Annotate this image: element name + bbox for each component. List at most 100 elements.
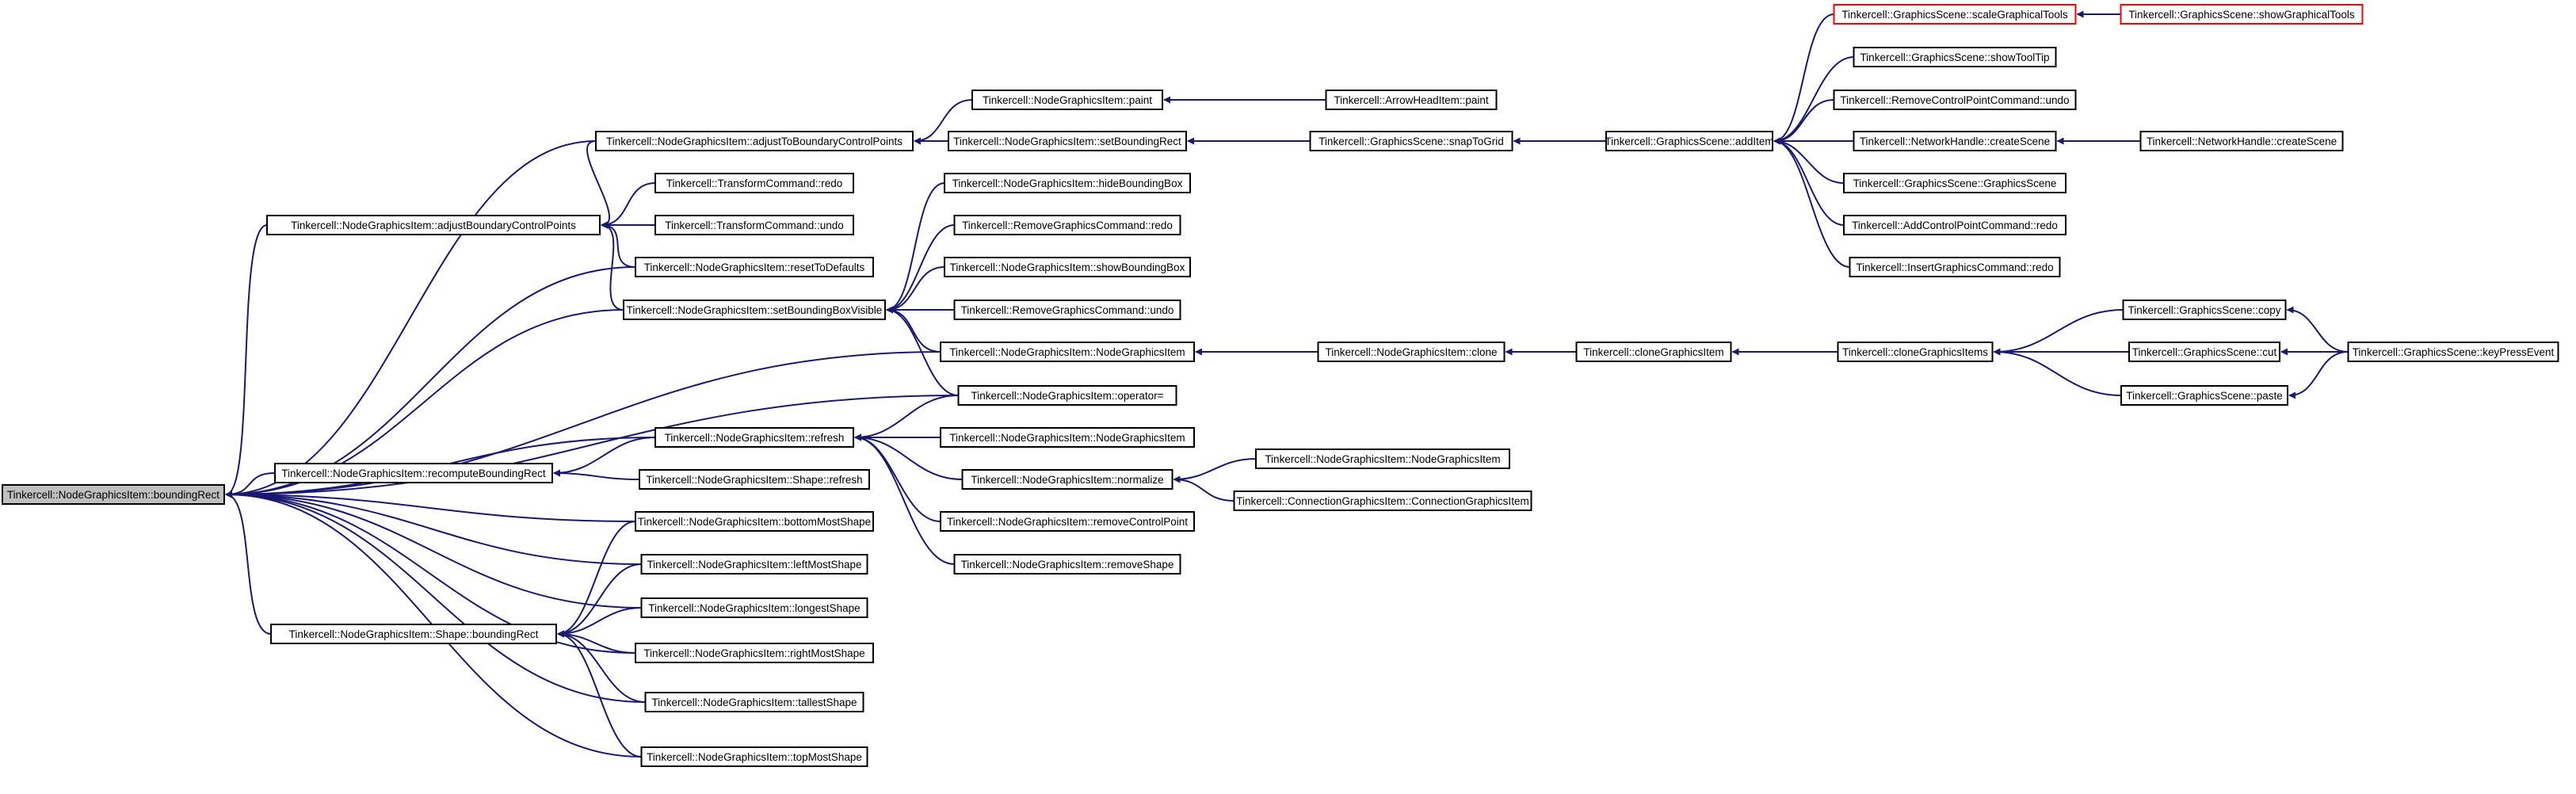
node-boundingRect[interactable]: Tinkercell::NodeGraphicsItem::boundingRe… — [2, 484, 225, 505]
node-removeCtrlPtUndo[interactable]: Tinkercell::RemoveControlPointCommand::u… — [1833, 90, 2077, 110]
node-showBoundingBox[interactable]: Tinkercell::NodeGraphicsItem::showBoundi… — [944, 257, 1191, 277]
node-ngiCtorB[interactable]: Tinkercell::NodeGraphicsItem::NodeGraphi… — [940, 427, 1195, 448]
node-box — [640, 746, 868, 767]
node-label: Tinkercell::GraphicsScene::keyPressEvent — [2353, 346, 2555, 358]
node-cloneGraphicsItems[interactable]: Tinkercell::cloneGraphicsItems — [1837, 342, 1994, 362]
edge-hideBoundingBox-to-setBoundingBoxVisible — [886, 182, 945, 314]
node-showToolTip[interactable]: Tinkercell::GraphicsScene::showToolTip — [1853, 47, 2057, 67]
edge-ShapeBoundingRect-to-boundingRect — [225, 491, 272, 635]
node-ShapeBoundingRect[interactable]: Tinkercell::NodeGraphicsItem::Shape::bou… — [270, 624, 557, 644]
node-cloneGraphicsItem[interactable]: Tinkercell::cloneGraphicsItem — [1575, 342, 1732, 362]
node-box — [2139, 131, 2344, 151]
node-leftMostShape[interactable]: Tinkercell::NodeGraphicsItem::leftMostSh… — [640, 554, 868, 575]
node-topMostShape[interactable]: Tinkercell::NodeGraphicsItem::topMostSha… — [640, 746, 868, 767]
node-snapToGrid[interactable]: Tinkercell::GraphicsScene::snapToGrid — [1309, 131, 1513, 151]
node-box — [944, 257, 1191, 277]
node-label: Tinkercell::NodeGraphicsItem::Shape::bou… — [289, 628, 539, 640]
node-ngiCtorC[interactable]: Tinkercell::NodeGraphicsItem::NodeGraphi… — [1255, 449, 1510, 469]
node-box — [2128, 342, 2280, 362]
edge-leftMostShape-to-ShapeBoundingRect — [557, 563, 642, 638]
edge-resetToDefaults-to-adjustBoundaryControlPoints — [601, 221, 636, 268]
node-label: Tinkercell::NodeGraphicsItem::leftMostSh… — [647, 559, 861, 571]
node-label: Tinkercell::AddControlPointCommand::redo — [1852, 219, 2058, 231]
node-transformRedo[interactable]: Tinkercell::TransformCommand::redo — [654, 173, 854, 193]
node-box — [1255, 449, 1510, 469]
node-setBoundingBoxVisible[interactable]: Tinkercell::NodeGraphicsItem::setBoundin… — [623, 300, 886, 320]
node-label: Tinkercell::NodeGraphicsItem::topMostSha… — [647, 751, 862, 763]
node-rightMostShape[interactable]: Tinkercell::NodeGraphicsItem::rightMostS… — [635, 643, 874, 663]
node-shapeRefresh[interactable]: Tinkercell::NodeGraphicsItem::Shape::ref… — [639, 469, 870, 490]
node-label: Tinkercell::GraphicsScene::showToolTip — [1860, 52, 2049, 63]
node-removeShape[interactable]: Tinkercell::NodeGraphicsItem::removeShap… — [953, 554, 1181, 575]
edge-paint-to-adjustToBoundaryControlPoints — [914, 99, 973, 145]
edge-setBoundingBoxVisible-to-adjustBoundaryControlPoints — [601, 221, 624, 311]
node-networkCreateScene[interactable]: Tinkercell::NetworkHandle::createScene — [1853, 131, 2057, 151]
edge-longestShape-to-ShapeBoundingRect — [557, 607, 642, 638]
node-box — [1309, 131, 1513, 151]
node-box — [640, 597, 868, 618]
node-bottomMostShape[interactable]: Tinkercell::NodeGraphicsItem::bottomMost… — [635, 511, 874, 532]
node-label: Tinkercell::NodeGraphicsItem::longestSha… — [648, 602, 860, 614]
node-setBoundingRect[interactable]: Tinkercell::NodeGraphicsItem::setBoundin… — [948, 131, 1187, 151]
node-sceneCut[interactable]: Tinkercell::GraphicsScene::cut — [2128, 342, 2280, 362]
node-networkCreateScene2[interactable]: Tinkercell::NetworkHandle::createScene — [2139, 131, 2344, 151]
node-label: Tinkercell::NodeGraphicsItem::showBoundi… — [950, 261, 1185, 273]
node-label: Tinkercell::GraphicsScene::cut — [2132, 346, 2277, 358]
node-box — [654, 215, 854, 235]
node-box — [971, 90, 1163, 110]
node-label: Tinkercell::NodeGraphicsItem::hideBoundi… — [952, 178, 1183, 189]
node-refresh[interactable]: Tinkercell::NodeGraphicsItem::refresh — [654, 427, 854, 448]
node-transformUndo[interactable]: Tinkercell::TransformCommand::undo — [654, 215, 854, 235]
node-label: Tinkercell::NodeGraphicsItem::NodeGraphi… — [1265, 453, 1500, 465]
node-paint[interactable]: Tinkercell::NodeGraphicsItem::paint — [971, 90, 1163, 110]
edge-transformRedo-to-adjustBoundaryControlPoints — [601, 182, 656, 229]
node-box — [654, 173, 854, 193]
node-recomputeBoundingRect[interactable]: Tinkercell::NodeGraphicsItem::recomputeB… — [274, 463, 553, 483]
node-ngiCtorA[interactable]: Tinkercell::NodeGraphicsItem::NodeGraphi… — [940, 342, 1195, 362]
node-box — [953, 215, 1181, 235]
node-addCtrlPtRedo[interactable]: Tinkercell::AddControlPointCommand::redo — [1843, 215, 2067, 235]
node-sceneCopy[interactable]: Tinkercell::GraphicsScene::copy — [2122, 300, 2287, 320]
node-cgiCtor[interactable]: Tinkercell::ConnectionGraphicsItem::Conn… — [1233, 491, 1532, 511]
edge-adjustBoundaryControlPoints-to-boundingRect — [225, 224, 268, 498]
node-insertGraphicsRedo[interactable]: Tinkercell::InsertGraphicsCommand::redo — [1849, 257, 2061, 277]
node-keyPressEvent[interactable]: Tinkercell::GraphicsScene::keyPressEvent — [2347, 342, 2559, 362]
node-label: Tinkercell::RemoveGraphicsCommand::redo — [962, 219, 1173, 231]
node-operatorEq[interactable]: Tinkercell::NodeGraphicsItem::operator= — [957, 385, 1177, 406]
node-resetToDefaults[interactable]: Tinkercell::NodeGraphicsItem::resetToDef… — [635, 257, 874, 277]
node-box — [274, 463, 553, 483]
edge-leftMostShape-to-boundingRect — [225, 491, 642, 565]
edge-keyPressEvent-to-sceneCopy — [2286, 306, 2349, 353]
node-arrowHeadPaint[interactable]: Tinkercell::ArrowHeadItem::paint — [1325, 90, 1498, 110]
edge-adjustToBoundaryControlPoints-to-boundingRect — [225, 140, 597, 498]
edge-refresh-to-recomputeBoundingRect — [553, 437, 656, 477]
node-box — [948, 131, 1187, 151]
node-adjustBoundaryControlPoints[interactable]: Tinkercell::NodeGraphicsItem::adjustBoun… — [266, 215, 601, 235]
node-box — [953, 300, 1181, 320]
node-graphicsSceneCtor[interactable]: Tinkercell::GraphicsScene::GraphicsScene — [1843, 173, 2067, 193]
node-label: Tinkercell::GraphicsScene::copy — [2128, 304, 2280, 316]
edge-showBoundingBox-to-setBoundingBoxVisible — [886, 266, 945, 314]
node-normalize[interactable]: Tinkercell::NodeGraphicsItem::normalize — [961, 469, 1174, 490]
node-showGraphicalTools[interactable]: Tinkercell::GraphicsScene::showGraphical… — [2120, 4, 2364, 25]
node-label: Tinkercell::NetworkHandle::createScene — [1860, 136, 2050, 147]
node-scenePaste[interactable]: Tinkercell::GraphicsScene::paste — [2120, 385, 2288, 406]
node-label: Tinkercell::ArrowHeadItem::paint — [1334, 94, 1489, 106]
node-removeGraphicsRedo[interactable]: Tinkercell::RemoveGraphicsCommand::redo — [953, 215, 1181, 235]
node-hideBoundingBox[interactable]: Tinkercell::NodeGraphicsItem::hideBoundi… — [944, 173, 1191, 193]
node-label: Tinkercell::TransformCommand::undo — [665, 219, 844, 231]
node-adjustToBoundaryControlPoints[interactable]: Tinkercell::NodeGraphicsItem::adjustToBo… — [595, 131, 914, 151]
node-removeGraphicsUndo[interactable]: Tinkercell::RemoveGraphicsCommand::undo — [953, 300, 1181, 320]
node-label: Tinkercell::GraphicsScene::GraphicsScene — [1853, 178, 2057, 189]
node-addItem[interactable]: Tinkercell::GraphicsScene::addItem — [1605, 131, 1774, 151]
node-label: Tinkercell::NodeGraphicsItem::clone — [1325, 346, 1497, 358]
node-label: Tinkercell::NetworkHandle::createScene — [2147, 136, 2337, 147]
node-box — [2120, 4, 2364, 25]
node-clone[interactable]: Tinkercell::NodeGraphicsItem::clone — [1317, 342, 1506, 362]
node-scaleGraphicalTools[interactable]: Tinkercell::GraphicsScene::scaleGraphica… — [1833, 4, 2077, 25]
node-box — [961, 469, 1174, 490]
node-removeControlPoint[interactable]: Tinkercell::NodeGraphicsItem::removeCont… — [940, 511, 1195, 532]
node-tallestShape[interactable]: Tinkercell::NodeGraphicsItem::tallestSha… — [644, 692, 864, 712]
node-longestShape[interactable]: Tinkercell::NodeGraphicsItem::longestSha… — [640, 597, 868, 618]
node-box — [944, 173, 1191, 193]
